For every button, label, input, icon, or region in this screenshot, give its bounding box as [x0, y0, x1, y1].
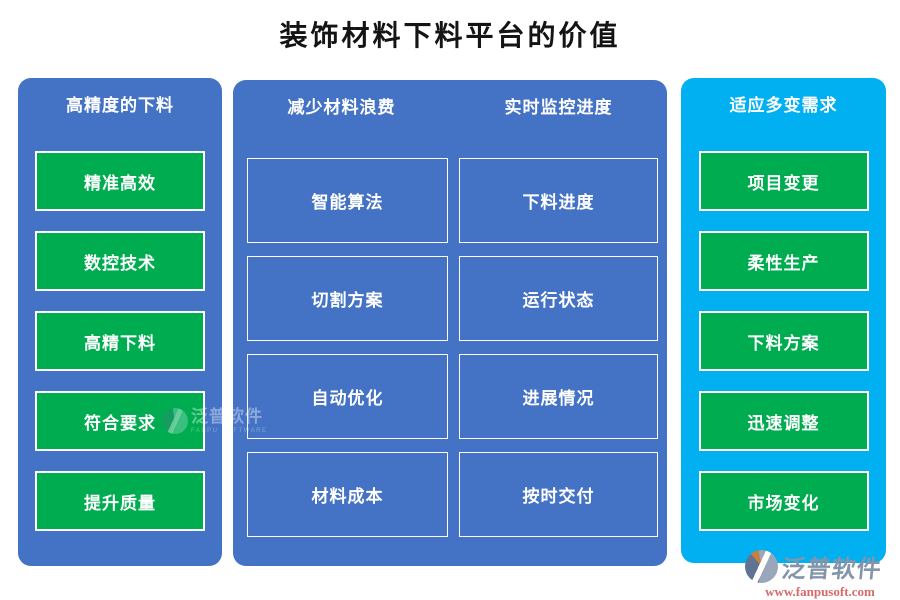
value-card: 材料成本	[247, 452, 448, 537]
value-card: 切割方案	[247, 256, 448, 341]
brand-name: 泛普软件	[780, 556, 884, 583]
brand-url: www.fanpusoft.com	[765, 584, 875, 599]
panel-waste-and-monitoring: 减少材料浪费 实时监控进度 智能算法 下料进度 切割方案 运行状态 自动优化 进…	[233, 80, 667, 566]
middle-box-grid: 智能算法 下料进度 切割方案 运行状态 自动优化 进展情况 材料成本 按时交付	[247, 158, 658, 537]
panel-header: 高精度的下料	[66, 96, 174, 115]
value-card: 符合要求	[35, 391, 205, 451]
value-card: 下料进度	[459, 158, 658, 243]
value-card: 高精下料	[35, 311, 205, 371]
value-card: 数控技术	[35, 231, 205, 291]
value-card: 项目变更	[698, 151, 869, 211]
panel-header: 减少材料浪费	[287, 98, 396, 117]
value-card: 提升质量	[35, 471, 205, 531]
value-card: 自动优化	[247, 354, 448, 439]
value-card: 市场变化	[698, 471, 869, 531]
middle-headers-row: 减少材料浪费 实时监控进度	[233, 80, 667, 117]
panel-header: 实时监控进度	[504, 98, 613, 117]
right-button-stack: 项目变更 柔性生产 下料方案 迅速调整 市场变化	[681, 151, 886, 531]
brand-logo: 泛普软件 www.fanpusoft.com	[745, 549, 895, 600]
page-title: 装饰材料下料平台的价值	[279, 20, 621, 51]
value-card: 智能算法	[247, 158, 448, 243]
value-card: 运行状态	[459, 256, 658, 341]
value-card: 柔性生产	[698, 231, 869, 291]
panel-adapt-to-change: 适应多变需求 项目变更 柔性生产 下料方案 迅速调整 市场变化	[681, 78, 886, 563]
fanpu-logo-icon	[745, 550, 778, 583]
value-card: 按时交付	[459, 452, 658, 537]
value-card: 精准高效	[35, 151, 205, 211]
value-card: 迅速调整	[698, 391, 869, 451]
value-card: 下料方案	[698, 311, 869, 371]
panel-header: 适应多变需求	[729, 96, 838, 115]
left-button-stack: 精准高效 数控技术 高精下料 符合要求 提升质量	[18, 151, 222, 531]
panel-high-precision-cutting: 高精度的下料 精准高效 数控技术 高精下料 符合要求 提升质量	[18, 78, 222, 566]
value-card: 进展情况	[459, 354, 658, 439]
